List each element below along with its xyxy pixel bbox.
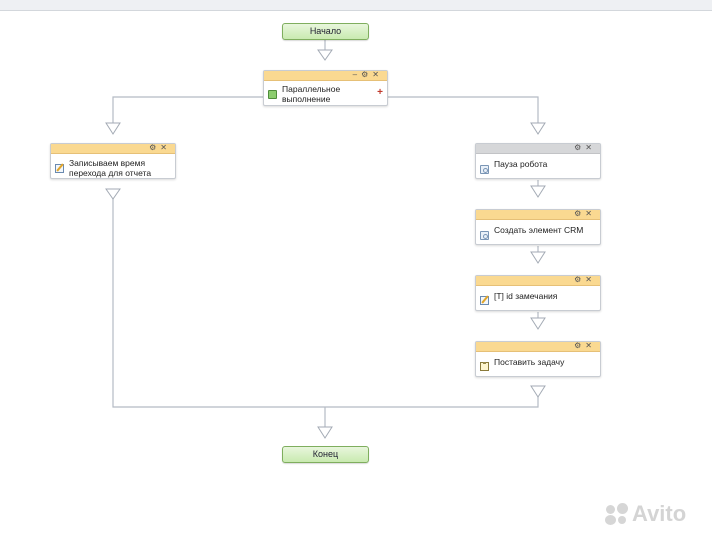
arrow-pause-out xyxy=(530,185,546,198)
create-crm-block[interactable]: ⚙✕ Создать элемент CRM xyxy=(475,209,601,245)
clipboard-icon xyxy=(480,362,489,371)
close-icon[interactable]: ✕ xyxy=(585,341,596,350)
end-node[interactable]: Конец xyxy=(282,446,369,463)
close-icon[interactable]: ✕ xyxy=(585,275,596,284)
remark-id-header: ⚙✕ xyxy=(476,275,600,286)
avito-watermark: Avito xyxy=(604,500,706,528)
end-label: Конец xyxy=(312,449,339,459)
set-task-label: Поставить задачу xyxy=(494,357,565,367)
add-branch-icon[interactable]: + xyxy=(377,87,383,98)
parallel-block[interactable]: –⚙✕ Параллельное выполнение + xyxy=(263,70,388,106)
close-icon[interactable]: ✕ xyxy=(372,70,383,79)
top-toolbar-strip xyxy=(0,0,712,11)
avito-logo-icon xyxy=(604,503,630,525)
arrow-start xyxy=(317,49,333,61)
start-node[interactable]: Начало xyxy=(282,23,369,40)
arrow-crm-out xyxy=(530,251,546,264)
close-icon[interactable]: ✕ xyxy=(585,143,596,152)
connector-parallel-right xyxy=(387,96,539,128)
parallel-icon xyxy=(268,90,277,99)
gear-icon[interactable]: ⚙ xyxy=(149,143,161,152)
arrow-merge xyxy=(317,426,333,439)
gear-icon[interactable]: ⚙ xyxy=(574,341,586,350)
connector-parallel-left xyxy=(112,96,264,128)
gear-icon[interactable]: ⚙ xyxy=(574,275,586,284)
watermark-text: Avito xyxy=(632,501,687,526)
close-icon[interactable]: ✕ xyxy=(585,209,596,218)
edit-icon xyxy=(55,164,64,173)
edit-icon xyxy=(480,296,489,305)
arrow-task-out xyxy=(530,385,546,398)
gear-icon[interactable]: ⚙ xyxy=(574,143,586,152)
robot-pause-header: ⚙✕ xyxy=(476,143,600,154)
gear-icon[interactable]: ⚙ xyxy=(574,209,586,218)
create-crm-header: ⚙✕ xyxy=(476,209,600,220)
robot-pause-block[interactable]: ⚙✕ Пауза робота xyxy=(475,143,601,179)
arrow-right-branch xyxy=(530,122,546,135)
connector-task-merge xyxy=(325,397,539,408)
minimize-icon[interactable]: – xyxy=(352,70,362,79)
set-task-header: ⚙✕ xyxy=(476,341,600,352)
parallel-label: Параллельное выполнение xyxy=(282,84,341,104)
start-label: Начало xyxy=(309,26,342,36)
parallel-block-header: –⚙✕ xyxy=(264,70,387,81)
arrow-left-branch xyxy=(105,122,121,135)
gear-icon[interactable]: ⚙ xyxy=(361,70,373,79)
arrow-remark-out xyxy=(530,317,546,330)
connector-left-merge xyxy=(112,199,325,408)
set-task-block[interactable]: ⚙✕ Поставить задачу xyxy=(475,341,601,377)
close-icon[interactable]: ✕ xyxy=(160,143,171,152)
record-time-block[interactable]: ⚙✕ Записываем время перехода для отчета xyxy=(50,143,176,179)
robot-pause-label: Пауза робота xyxy=(494,159,548,169)
remark-id-label: [T] id замечания xyxy=(494,291,558,301)
record-time-header: ⚙✕ xyxy=(51,143,175,154)
gear-icon xyxy=(480,165,489,174)
arrow-left-out xyxy=(105,188,121,200)
create-crm-label: Создать элемент CRM xyxy=(494,225,584,235)
record-time-label: Записываем время перехода для отчета xyxy=(69,158,152,178)
gear-icon xyxy=(480,231,489,240)
remark-id-block[interactable]: ⚙✕ [T] id замечания xyxy=(475,275,601,311)
